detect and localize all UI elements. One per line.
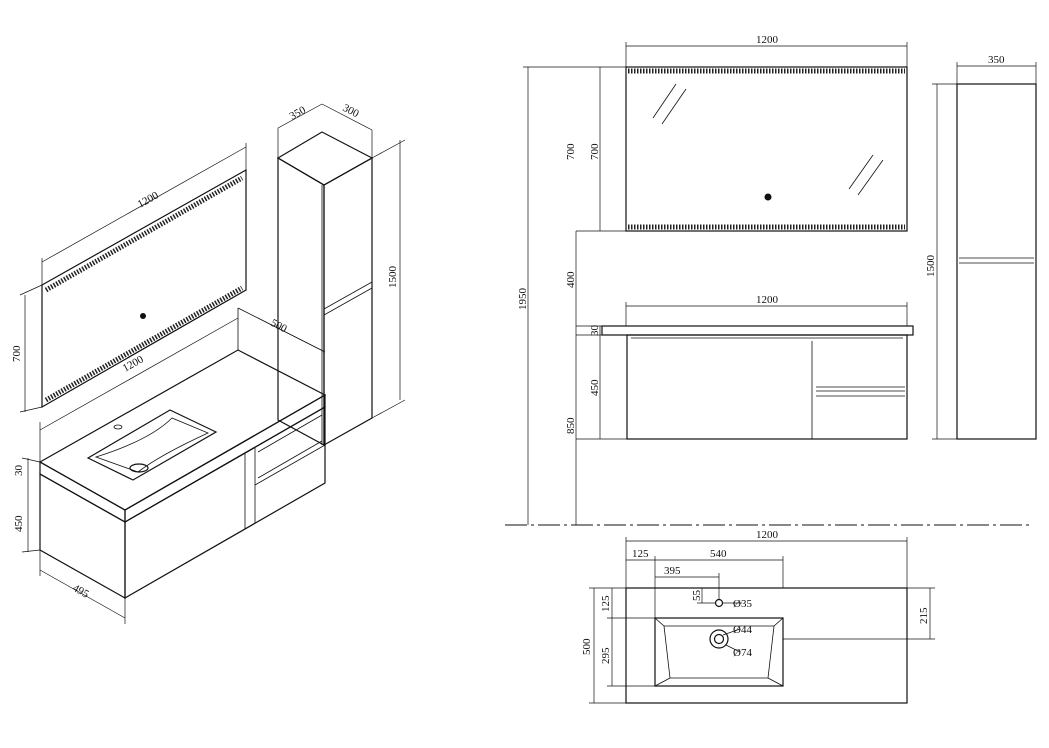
iso-tall-height: 1500 <box>387 266 399 289</box>
plan-tap-from-edge: 55 <box>691 590 703 602</box>
plan-total-width: 1200 <box>756 529 779 541</box>
iso-top-thickness: 30 <box>13 465 25 477</box>
plan-edge-to-basin: 125 <box>600 595 612 612</box>
plan-tap-hole: Ø35 <box>733 598 752 610</box>
front-total-height: 1950 <box>517 288 529 311</box>
front-mirror-height-b: 700 <box>589 143 601 160</box>
front-mirror-width: 1200 <box>756 34 779 46</box>
front-top-thickness: 30 <box>589 325 601 337</box>
plan-basin-width: 540 <box>710 548 727 560</box>
front-vanity <box>601 325 914 440</box>
iso-tall-width: 350 <box>288 104 309 123</box>
front-mirror <box>625 66 908 232</box>
isometric-view: 1200 700 1200 500 30 450 495 350 300 150… <box>11 102 406 624</box>
iso-counter-width: 1200 <box>121 353 146 374</box>
front-elevation: 1200 700 700 400 1950 1200 30 450 850 35… <box>505 34 1037 526</box>
plan-depth: 500 <box>581 638 593 655</box>
front-tall-height: 1500 <box>925 255 937 278</box>
iso-mirror-width: 1200 <box>136 189 161 210</box>
front-vanity-width: 1200 <box>756 294 779 306</box>
plan-right-margin: 215 <box>918 607 930 624</box>
iso-tall-dims <box>277 103 406 419</box>
front-cabinet-height: 450 <box>589 379 601 396</box>
plan-tap-offset: 395 <box>664 565 681 577</box>
front-tall-cabinet <box>932 62 1037 440</box>
plan-offset-left: 125 <box>632 548 649 560</box>
front-vanity-dims <box>523 66 908 525</box>
iso-tall-depth: 300 <box>341 102 362 120</box>
iso-cabinet-depth: 495 <box>71 582 92 601</box>
iso-vanity <box>38 307 327 600</box>
plan-view: 1200 125 540 395 55 Ø35 125 500 295 215 … <box>581 529 935 704</box>
front-mirror-dims <box>576 42 908 232</box>
front-counter-height: 850 <box>565 417 577 434</box>
iso-vanity-dims <box>21 317 326 624</box>
plan-counter <box>625 587 908 704</box>
iso-mirror-height: 700 <box>11 345 23 362</box>
plan-drain-outer: Ø74 <box>733 647 752 659</box>
front-mirror-height-a: 700 <box>565 143 577 160</box>
plan-drain-inner: Ø44 <box>733 624 752 636</box>
front-tall-width: 350 <box>988 54 1005 66</box>
plan-dims <box>589 537 935 704</box>
front-gap: 400 <box>565 271 577 288</box>
iso-cabinet-height: 450 <box>13 515 25 532</box>
iso-mirror-dims <box>19 143 247 413</box>
plan-basin-depth: 295 <box>600 647 612 664</box>
iso-mirror <box>41 168 247 409</box>
plan-basin <box>654 598 784 687</box>
